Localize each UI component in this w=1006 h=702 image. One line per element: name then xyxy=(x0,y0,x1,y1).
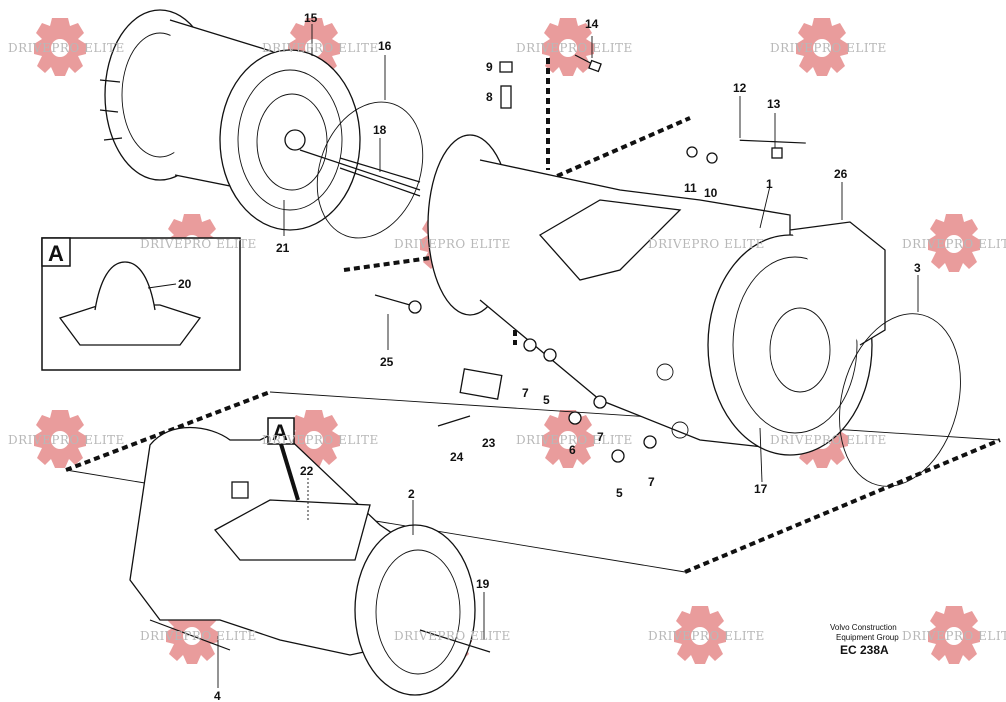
watermark-text: DRIVEPRO ELITE xyxy=(140,237,257,251)
callout-21: 21 xyxy=(276,241,290,255)
watermark-gear-hole xyxy=(305,39,323,57)
watermark-gear-hole xyxy=(51,39,69,57)
credit-line-1: Volvo Construction xyxy=(830,623,897,632)
callout-18: 18 xyxy=(373,123,387,137)
detail-inset-a: A 20 xyxy=(41,237,241,371)
watermark-text: DRIVEPRO ELITE xyxy=(8,41,125,55)
watermark-text: DRIVEPRO ELITE xyxy=(516,433,633,447)
watermark-gear-hole xyxy=(51,431,69,449)
watermark-gear-hole xyxy=(945,627,963,645)
watermark-text: DRIVEPRO ELITE xyxy=(262,433,379,447)
callout-4: 4 xyxy=(214,689,221,702)
watermark-text: DRIVEPRO ELITE xyxy=(770,433,887,447)
callout-9: 9 xyxy=(486,60,493,74)
watermark-gear-hole xyxy=(305,431,323,449)
watermark-text: DRIVEPRO ELITE xyxy=(648,237,765,251)
watermark-text: DRIVEPRO ELITE xyxy=(140,629,257,643)
watermark-gear-hole xyxy=(945,235,963,253)
watermark-text: DRIVEPRO ELITE xyxy=(8,433,125,447)
callout-12: 12 xyxy=(733,81,747,95)
callout-3: 3 xyxy=(914,261,921,275)
callout-24: 24 xyxy=(450,450,464,464)
wheel-hub-assembly xyxy=(99,9,361,231)
callout-13: 13 xyxy=(767,97,781,111)
watermark-gear-hole xyxy=(813,39,831,57)
callout-23: 23 xyxy=(482,436,496,450)
credit-code: EC 238A xyxy=(840,643,889,657)
watermark-text: DRIVEPRO ELITE xyxy=(394,629,511,643)
callout-5b: 5 xyxy=(616,486,623,500)
section-marker-a: A xyxy=(267,417,300,501)
callout-19: 19 xyxy=(476,577,490,591)
callout-8: 8 xyxy=(486,90,493,104)
callout-11: 11 xyxy=(684,181,697,195)
watermark-text: DRIVEPRO ELITE xyxy=(648,629,765,643)
callout-2: 2 xyxy=(408,487,415,501)
section-marker-letter: A xyxy=(272,420,288,445)
callout-15: 15 xyxy=(304,11,318,25)
callout-5a: 5 xyxy=(543,393,550,407)
small-hardware xyxy=(374,54,806,463)
callout-leaders xyxy=(217,24,919,688)
watermark-gear-hole xyxy=(559,431,577,449)
callout-22: 22 xyxy=(300,464,314,478)
callout-1: 1 xyxy=(766,177,773,191)
watermark-text: DRIVEPRO ELITE xyxy=(770,41,887,55)
watermark-gear-hole xyxy=(559,39,577,57)
callout-20: 20 xyxy=(178,277,192,291)
watermark-text: DRIVEPRO ELITE xyxy=(394,237,511,251)
watermark-text: DRIVEPRO ELITE xyxy=(902,629,1006,643)
watermark-text: DRIVEPRO ELITE xyxy=(262,41,379,55)
o-ring-3 xyxy=(839,313,961,487)
watermark-gear-hole xyxy=(691,627,709,645)
credit-block: Volvo Construction Equipment Group EC 23… xyxy=(830,623,899,657)
callout-7c: 7 xyxy=(648,475,655,489)
watermark-text: DRIVEPRO ELITE xyxy=(516,41,633,55)
credit-line-2: Equipment Group xyxy=(836,633,899,642)
callout-numbers: 1 2 3 4 5 5 6 7 7 7 8 9 10 11 12 13 14 1… xyxy=(214,11,921,702)
axle-housing-1 xyxy=(427,134,886,456)
callout-26: 26 xyxy=(834,167,848,181)
o-ring-16 xyxy=(316,101,424,239)
watermark-text: DRIVEPRO ELITE xyxy=(902,237,1006,251)
callout-10: 10 xyxy=(704,186,718,200)
callout-7b: 7 xyxy=(597,430,604,444)
callout-6: 6 xyxy=(569,443,576,457)
callout-14: 14 xyxy=(585,17,599,31)
watermark-texts: DRIVEPRO ELITE DRIVEPRO ELITE DRIVEPRO E… xyxy=(8,41,1006,643)
inset-letter: A xyxy=(48,241,64,266)
callout-7a: 7 xyxy=(522,386,529,400)
callout-25: 25 xyxy=(380,355,394,369)
callout-16: 16 xyxy=(378,39,392,53)
callout-17: 17 xyxy=(754,482,768,496)
axle-tube-2 xyxy=(129,426,491,696)
